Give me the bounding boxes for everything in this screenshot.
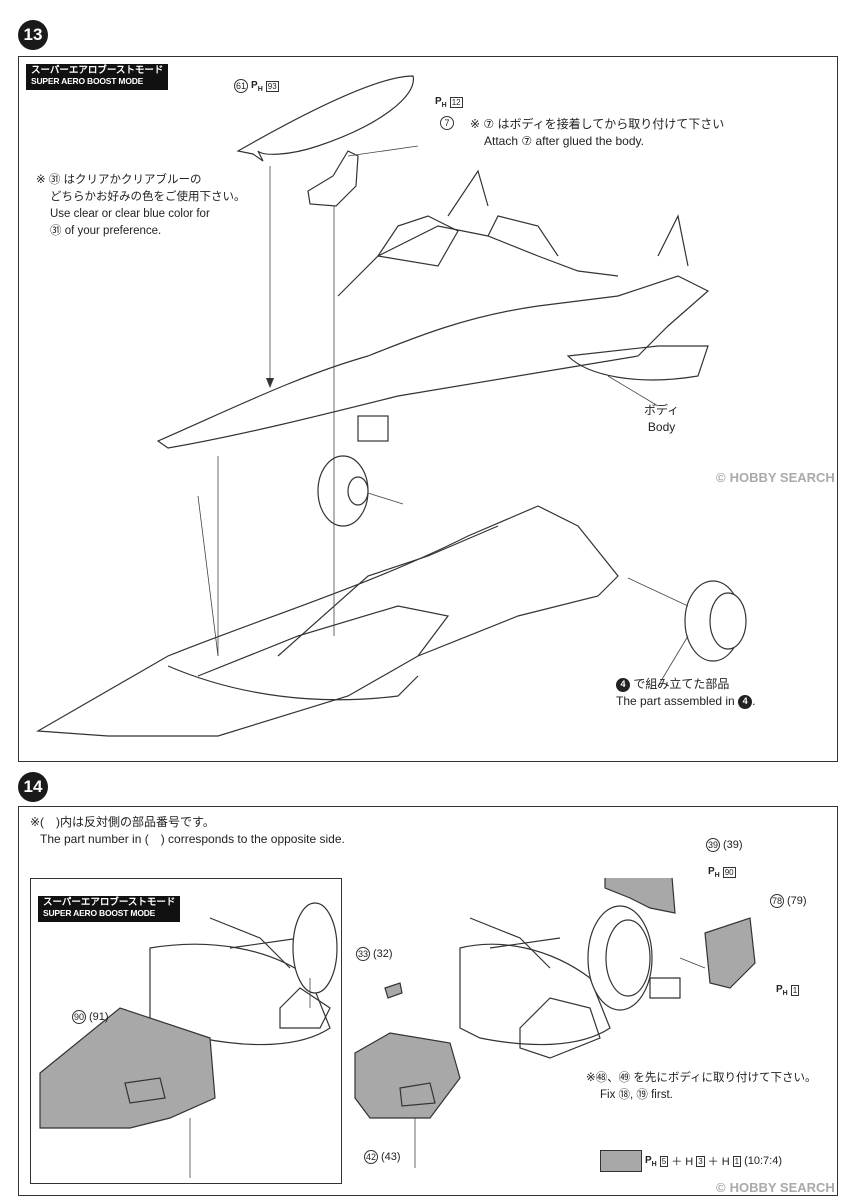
copyright-icon: ©	[716, 470, 726, 485]
step-13-illustration	[36, 75, 747, 737]
clear-note-en2: ㉛ of your preference.	[50, 225, 162, 237]
clear-note-en1: Use clear or clear blue color for	[50, 208, 210, 220]
body-label: ボディ Body	[644, 402, 679, 436]
part-42-label: 42(43)	[364, 1150, 401, 1164]
step-4-ref-icon: 4	[616, 677, 630, 692]
watermark-1: © HOBBY SEARCH	[716, 470, 835, 485]
part-78-shape	[704, 917, 756, 989]
body-label-jp: ボディ	[644, 403, 680, 417]
part-90-shape	[39, 1007, 216, 1129]
part-7-label: 7	[440, 116, 454, 130]
assembled-en: The part assembled in	[616, 694, 735, 708]
mode-badge-jp: スーパーエアロブーストモード	[31, 65, 164, 76]
opposite-note-en: The part number in ( ) corresponds to th…	[40, 832, 345, 846]
part-33-label: 33(32)	[356, 947, 393, 961]
clear-note-jp2: どちらかお好みの色をご使用下さい。	[50, 191, 246, 203]
step-14-number: 14	[18, 772, 48, 802]
body-label-en: Body	[647, 420, 676, 434]
clear-note: ※ ㉛ はクリアかクリアブルーの どちらかお好みの色をご使用下さい。 Use c…	[36, 172, 246, 240]
attach-note-en: Attach ⑦ after glued the body.	[484, 134, 644, 148]
mode-badge-en: SUPER AERO BOOST MODE	[31, 75, 144, 86]
part-61-label: 61 PH 93	[234, 79, 279, 93]
opposite-note-jp: ※( )内は反対側の部品番号です。	[30, 815, 215, 829]
part-7-shape	[307, 150, 359, 207]
chassis	[36, 505, 619, 737]
mode-badge-14: スーパーエアロブーストモード SUPER AERO BOOST MODE	[38, 896, 181, 922]
body-upper	[156, 275, 710, 449]
part-78-label: 78(79)	[770, 894, 807, 908]
part-90-label: 90(91)	[72, 1010, 109, 1024]
step-14-illustration	[39, 878, 756, 1178]
part-33-shape	[384, 982, 403, 999]
part-39-shape	[604, 878, 676, 914]
mode-badge-13: スーパーエアロブーストモード SUPER AERO BOOST MODE	[26, 64, 169, 90]
color-chip	[600, 1150, 642, 1172]
fix-note: ※㊽、㊾ を先にボディに取り付けて下さい。 Fix ⑱, ⑲ first.	[586, 1070, 817, 1104]
part-ph1-label: PH 1	[776, 984, 800, 997]
part-7-ph-label: PH 12	[435, 96, 463, 109]
mode-badge-jp-14: スーパーエアロブーストモード	[43, 897, 176, 908]
attach-note-jp: ※ ⑦ はボディを接着してから取り付けて下さい	[470, 117, 725, 131]
mode-badge-en-14: SUPER AERO BOOST MODE	[43, 907, 156, 918]
canopy-part	[236, 75, 414, 162]
fix-note-en: Fix ⑱, ⑲ first.	[600, 1089, 673, 1101]
opposite-note: ※( )内は反対側の部品番号です。 The part number in ( )…	[30, 814, 345, 848]
assembled-note: 4 で組み立てた部品 The part assembled in 4.	[616, 677, 756, 709]
watermark-2: © HOBBY SEARCH	[716, 1180, 835, 1195]
part-ph90-label: PH 90	[708, 866, 736, 879]
part-39-label: 39(39)	[706, 838, 743, 852]
copyright-icon-2: ©	[716, 1180, 726, 1195]
fix-note-jp: ※㊽、㊾ を先にボディに取り付けて下さい。	[586, 1072, 817, 1084]
step-13-number: 13	[18, 20, 48, 50]
attach-note: ※ ⑦ はボディを接着してから取り付けて下さい Attach ⑦ after g…	[470, 116, 724, 150]
clear-note-jp1: ※ ㉛ はクリアかクリアブルーの	[36, 174, 202, 186]
assembled-jp: で組み立てた部品	[633, 677, 730, 691]
color-mix-label: PH 5 ＋ H 3 ＋ H 1 (10:7:4)	[600, 1150, 782, 1172]
step-4-ref-icon-2: 4	[738, 694, 753, 709]
